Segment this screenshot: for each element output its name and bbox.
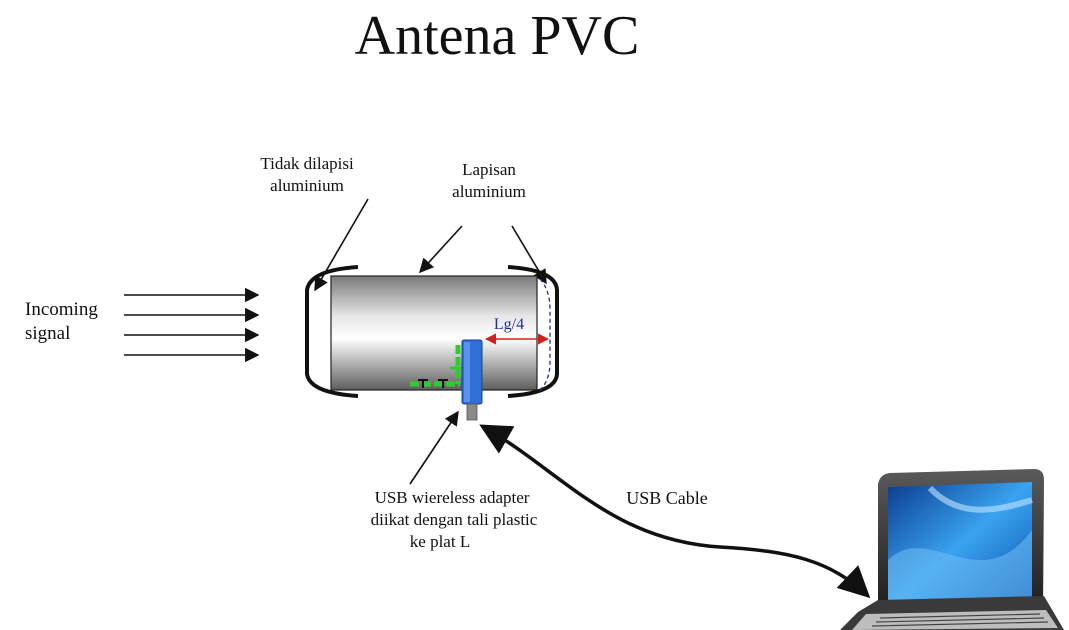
label-usb-adapter-line2: diikat dengan tali plastic bbox=[371, 510, 538, 529]
label-not-coated: Tidak dilapisi aluminium bbox=[260, 154, 354, 195]
label-incoming-line1: Incoming bbox=[25, 299, 98, 320]
label-coated: Lapisan aluminium bbox=[452, 160, 526, 201]
label-usb-cable: USB Cable bbox=[626, 488, 708, 508]
tube-left-end bbox=[305, 265, 359, 398]
laptop-icon bbox=[840, 469, 1064, 630]
lg4-dimension: Lg/4 bbox=[484, 316, 550, 345]
arrow-icon bbox=[409, 410, 459, 485]
aluminium-coating bbox=[330, 275, 538, 391]
label-usb-adapter-line3: ke plat L bbox=[410, 532, 470, 551]
pvc-tube bbox=[305, 265, 559, 398]
lg4-label: Lg/4 bbox=[494, 316, 524, 333]
label-incoming-line2: signal bbox=[25, 323, 70, 344]
label-coated-line1: Lapisan bbox=[462, 160, 516, 179]
tube-cap-dashed bbox=[537, 278, 551, 393]
label-usb-adapter: USB wiereless adapter diikat dengan tali… bbox=[371, 488, 538, 551]
label-coated-line2: aluminium bbox=[452, 182, 526, 201]
incoming-signal-arrows bbox=[124, 287, 260, 363]
usb-cable bbox=[479, 424, 871, 599]
label-not-coated-line2: aluminium bbox=[270, 176, 344, 195]
label-incoming-signal: Incoming signal bbox=[25, 299, 98, 344]
arrow-icon bbox=[419, 225, 463, 274]
tube-right-end bbox=[507, 265, 559, 398]
label-not-coated-line1: Tidak dilapisi bbox=[260, 154, 354, 173]
label-usb-adapter-line1: USB wiereless adapter bbox=[375, 488, 530, 507]
usb-adapter-icon bbox=[461, 339, 483, 421]
page-title: Antena PVC bbox=[355, 5, 640, 67]
